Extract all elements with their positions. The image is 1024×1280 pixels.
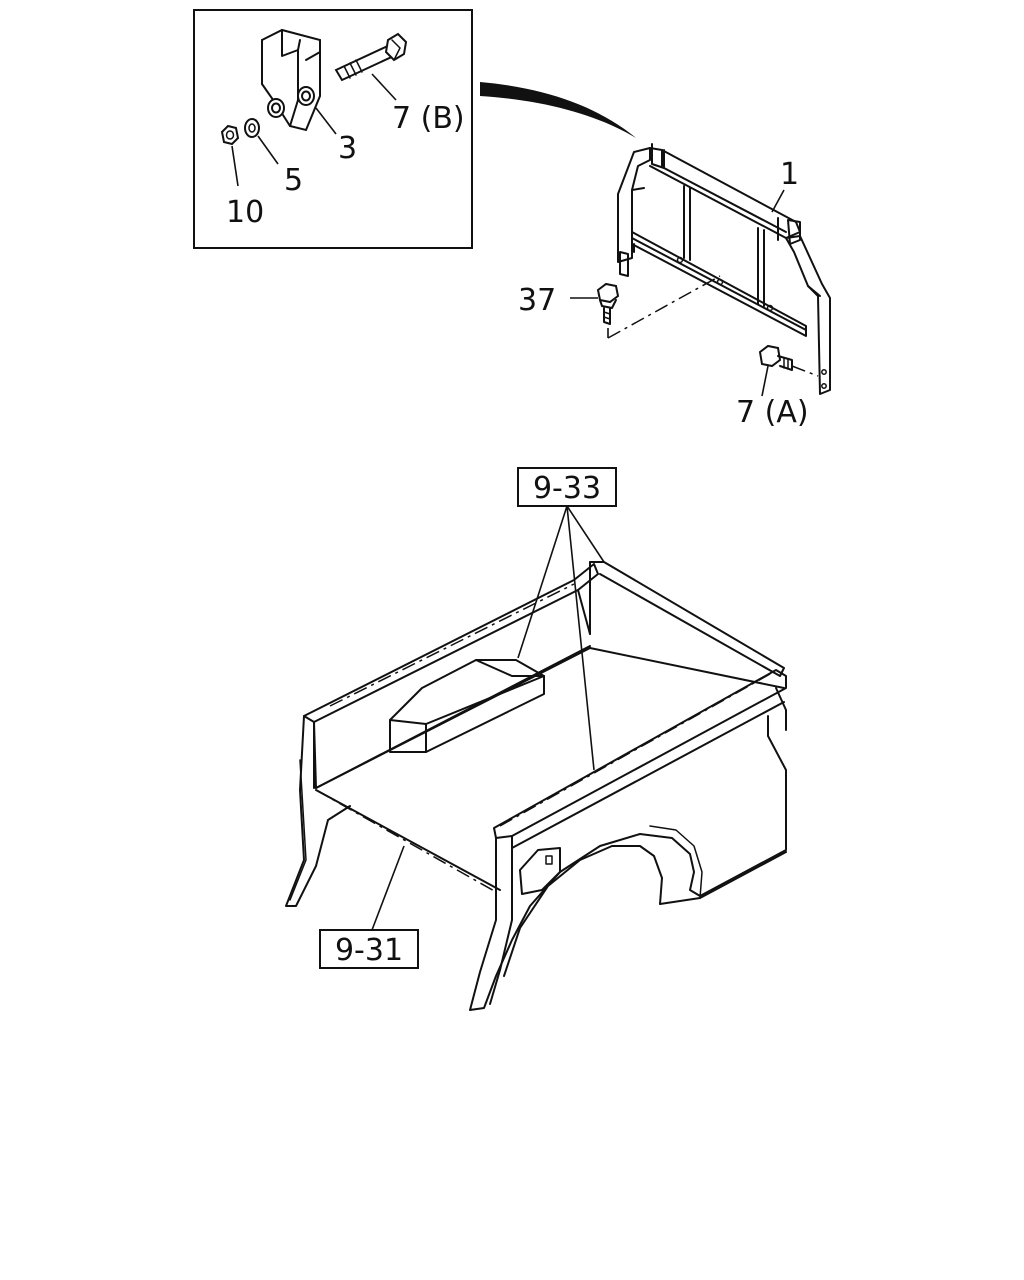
callout-7a: 7 (A)	[736, 395, 809, 430]
detail-inset: 7 (B) 3 5 10	[193, 9, 473, 249]
cab-guard-frame	[617, 143, 831, 395]
cargo-bed	[285, 561, 787, 1011]
callout-10: 10	[226, 195, 264, 230]
callout-5: 5	[284, 163, 303, 198]
callout-7b: 7 (B)	[392, 101, 465, 136]
ref-9-33: 9-33	[533, 471, 601, 506]
ref-9-31: 9-31	[335, 933, 403, 968]
nut	[220, 124, 240, 146]
detail-pointer-arrow	[480, 82, 636, 138]
flange-bolt-7a	[758, 344, 793, 371]
flange-bolt-37	[596, 282, 620, 325]
callout-37: 37	[518, 283, 556, 318]
hinge-bracket	[261, 28, 321, 132]
washer	[244, 118, 260, 138]
ref-box-9-31	[319, 929, 419, 969]
long-bolt	[334, 32, 408, 82]
callout-3: 3	[338, 131, 357, 166]
callout-1: 1	[780, 157, 799, 192]
